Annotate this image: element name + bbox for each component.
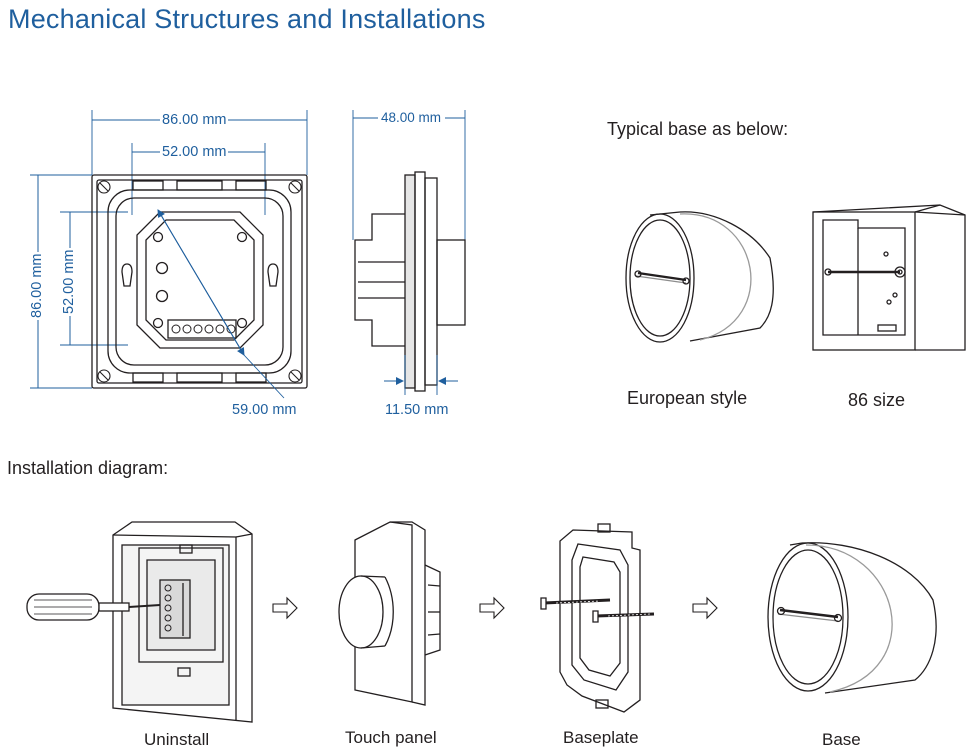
uninstall-drawing (26, 521, 253, 723)
step-baseplate-label: Baseplate (563, 728, 639, 747)
side-view (352, 110, 466, 395)
86-box-drawing (812, 204, 966, 351)
typical-base-heading: Typical base as below: (607, 119, 789, 139)
dim-depth-total: 48.00 mm (379, 110, 444, 126)
touch-panel-drawing (338, 521, 441, 706)
dim-height-inner: 52.00 mm (61, 247, 77, 316)
european-base-drawing (625, 211, 774, 343)
step-base-label: Base (822, 730, 861, 749)
base-drawing (767, 542, 937, 694)
dim-width-inner: 52.00 mm (160, 144, 229, 160)
dim-height-outer: 86.00 mm (29, 251, 45, 320)
step-uninstall-label: Uninstall (144, 730, 210, 749)
dim-width-outer: 86.00 mm (160, 112, 229, 128)
dim-panel-thickness: 11.50 mm (383, 402, 451, 418)
86-size-label: 86 size (848, 390, 906, 410)
installation-heading: Installation diagram: (7, 458, 169, 478)
dim-diagonal: 59.00 mm (230, 402, 299, 418)
baseplate-drawing (540, 523, 655, 713)
european-style-label: European style (627, 388, 748, 408)
step-touch-panel-label: Touch panel (345, 728, 437, 747)
step-arrows (272, 596, 718, 620)
page-title: Mechanical Structures and Installations (8, 4, 486, 34)
